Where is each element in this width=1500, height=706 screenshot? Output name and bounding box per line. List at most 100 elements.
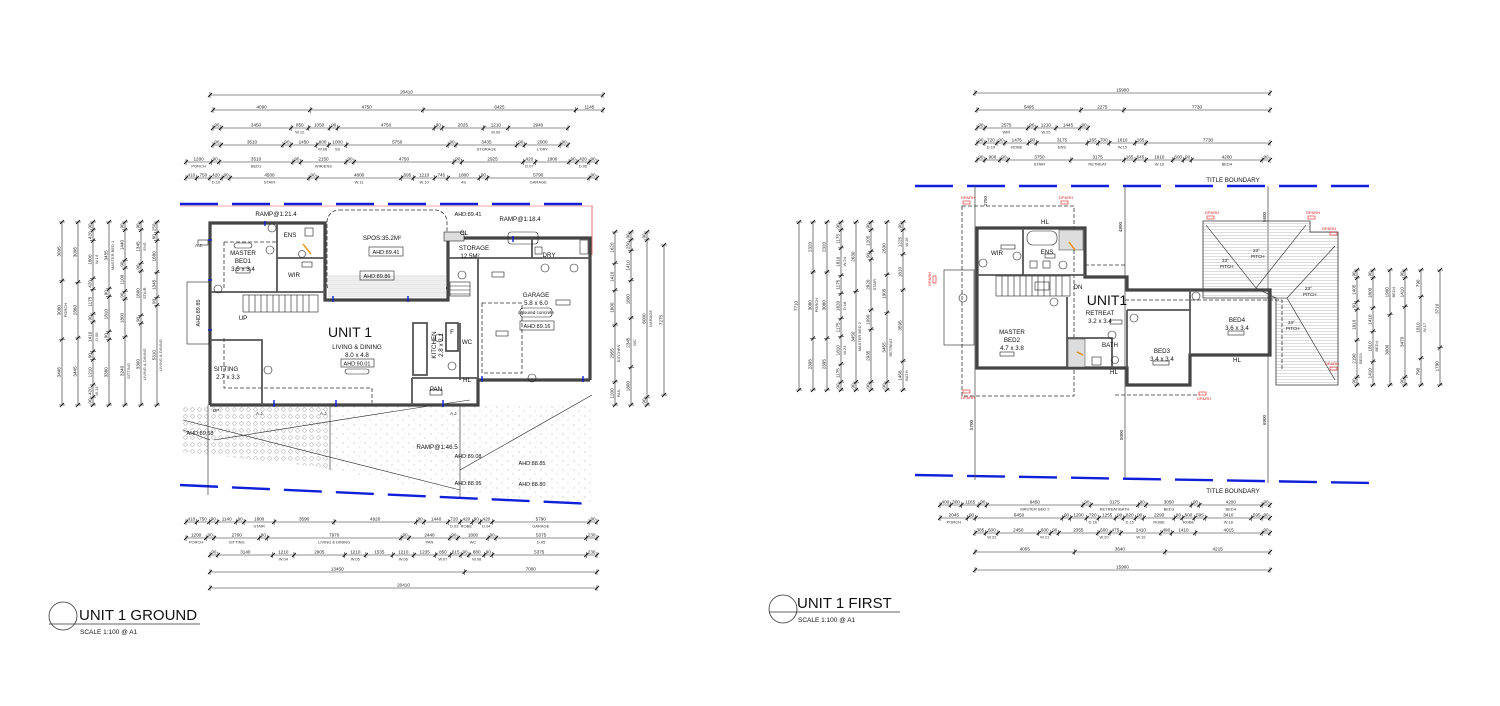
dimension-value: 4750 xyxy=(362,105,373,110)
dimension-value: 880 xyxy=(473,550,481,555)
dimension-value: 90 xyxy=(88,315,93,321)
ground-stair xyxy=(242,294,319,313)
dimension-value: 90 xyxy=(238,517,244,522)
dimension-value: 1225 xyxy=(898,236,903,247)
dimension-value: 1800 xyxy=(468,533,479,538)
master-bed2-label: MASTER xyxy=(999,329,1025,336)
dimension-value: 90 xyxy=(294,157,300,162)
dimension-value: 90 xyxy=(214,123,220,128)
dimension-value: 90 xyxy=(310,173,316,178)
pitch-1: PITCH xyxy=(1251,254,1265,259)
dimension-sublabel: W.08 xyxy=(318,147,328,152)
first-dashed-eaves xyxy=(1085,264,1283,396)
dimension-value: 2860 xyxy=(73,305,78,316)
dimension-value: 90 xyxy=(474,517,480,522)
master-bed-label-2: BED1 xyxy=(235,258,252,265)
setback-bottom-left: 5700 xyxy=(969,419,974,430)
dimension-value: 1440 xyxy=(120,239,125,250)
bed4-size: 3.6 x 3.4 xyxy=(1225,325,1249,332)
garage-size: 5.8 x 6.0 xyxy=(524,300,548,307)
dimension-value: 720 xyxy=(450,517,458,522)
dimension-value: 1175 xyxy=(836,234,841,244)
ground-internal-walls xyxy=(210,223,590,405)
dimension-value: 1175 xyxy=(88,296,93,306)
aj-label-4: A.J. xyxy=(450,411,458,416)
dimension-value: 1800 xyxy=(459,173,470,178)
ground-title: UNIT 1 GROUND xyxy=(79,607,197,624)
dimension-value: 90 xyxy=(642,233,647,239)
dimension-value: 90 xyxy=(120,223,125,229)
dimension-value: 90 xyxy=(1368,271,1373,277)
garage-ahd: AHD:89.16 xyxy=(524,324,551,330)
dimension-value: 6450 xyxy=(1030,500,1041,505)
dimension-value: 2575 xyxy=(1001,123,1012,128)
dimension-value: 4800 xyxy=(354,173,365,178)
dimension-value: 4500 xyxy=(264,173,275,178)
dimension-value: 410 xyxy=(188,517,196,522)
dimension-sublabel: ROBE xyxy=(1011,145,1023,150)
dimension-value: 3450 xyxy=(251,123,262,128)
dimension-value: 15900 xyxy=(1116,88,1129,93)
dimension-sublabel: BATH xyxy=(904,370,909,380)
dimension-value: 90 xyxy=(1137,513,1143,518)
roof-pitch-labels: 23° PITCH 23° PITCH 23° PITCH 23° PITCH xyxy=(1220,248,1317,331)
dimension-value: 3095 xyxy=(73,247,78,258)
dimension-value: 600 xyxy=(988,528,996,533)
aj-label-3: A.J. xyxy=(320,411,328,416)
living-ahd-box xyxy=(340,358,375,368)
title-boundary-bottom xyxy=(914,473,1373,485)
dimension-value: 420 xyxy=(579,157,587,162)
dimension-value: 1800 xyxy=(88,254,93,265)
setback-top-left: 2750 xyxy=(983,195,988,206)
dimension-value: 750 xyxy=(199,517,207,522)
dimension-value: 230 xyxy=(588,533,596,538)
ground-bottom-dimension-row: 20410 xyxy=(207,583,600,591)
yard-ahd-3: AHD:88.95 xyxy=(455,481,482,487)
dimension-value: 3095 xyxy=(57,246,62,257)
dimension-value: 595 xyxy=(1253,513,1261,518)
dimension-sublabel: W.12 xyxy=(295,130,305,135)
dimension-value: 3455 xyxy=(104,250,109,261)
first-internal-walls xyxy=(977,228,1191,368)
dp-label-3: DP&RH xyxy=(1205,210,1219,215)
dimension-value: 90 xyxy=(402,533,408,538)
dimension-sublabel: STORAGE xyxy=(477,147,497,152)
dimension-value: 2395 xyxy=(822,359,827,370)
dimension-value: 90 xyxy=(882,383,887,389)
first-floor-plan: TITLE BOUNDARY TITLE BOUNDARY 2750 4800 … xyxy=(914,177,1373,495)
dimension-value: 90 xyxy=(590,173,596,178)
fridge-space xyxy=(445,322,459,352)
dimension-sublabel: MASTER BED 2 xyxy=(1020,507,1050,512)
dimension-value: 1210 xyxy=(1041,123,1052,128)
master-bed2-label-2: BED2 xyxy=(1004,337,1021,344)
dimension-value: 1810 xyxy=(1416,322,1421,333)
dimension-value: 90 xyxy=(570,157,576,162)
dimension-value: 3380 xyxy=(104,367,109,378)
first-wir-label: WIR xyxy=(991,250,1004,257)
dimension-value: 615 xyxy=(452,550,460,555)
dimension-value: 90 xyxy=(590,517,596,522)
dimension-value: 2355 xyxy=(1073,528,1084,533)
title-boundary-label-top: TITLE BOUNDARY xyxy=(1206,177,1260,184)
dimension-value: 1535 xyxy=(374,550,385,555)
dimension-value: 420 xyxy=(526,157,534,162)
dimension-sublabel: PAN xyxy=(616,389,621,397)
bed4-label: BED4 xyxy=(1229,317,1246,324)
dimension-value: 5790 xyxy=(533,173,544,178)
dimension-value: 90 xyxy=(626,233,631,239)
dimension-value: 90 xyxy=(152,234,157,240)
dimension-value: 3080 xyxy=(822,300,827,311)
first-title-bubble xyxy=(768,594,798,624)
dimension-value: 4200 xyxy=(1226,500,1237,505)
dp-label-4: DP&RH xyxy=(1306,210,1320,215)
dimension-sublabel: MASTER BED 2 xyxy=(857,321,862,351)
dimension-value: 410 xyxy=(188,173,196,178)
dimension-sublabel: D.05 xyxy=(537,540,546,545)
dimension-value: 1000 xyxy=(332,140,343,145)
dimension-value: 600 xyxy=(1174,155,1182,160)
dimension-value: 1200 xyxy=(1073,513,1084,518)
